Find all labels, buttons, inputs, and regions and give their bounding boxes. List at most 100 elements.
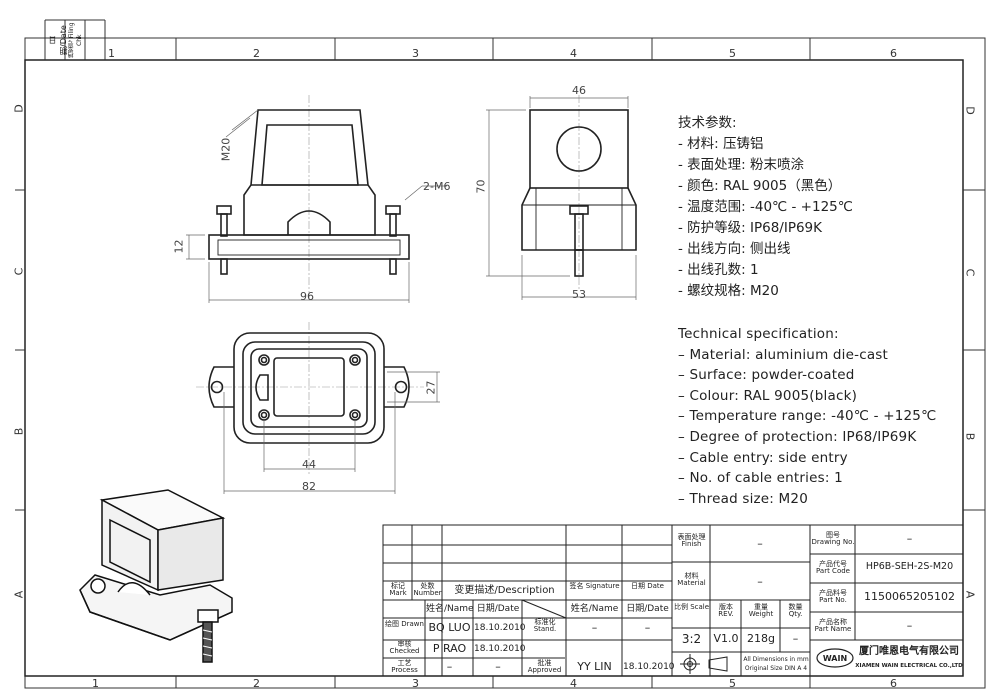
tb-part-no-label: 产品料号 Part No. <box>819 589 847 604</box>
tb-finish-value: – <box>757 537 763 550</box>
tb-drawing-no-label: 图号 Drawing No. <box>811 531 855 546</box>
title-block-grid <box>382 524 964 677</box>
dim-96: 96 <box>300 290 314 303</box>
zone-col-4: 4 <box>570 47 577 60</box>
tb-process-label: 工艺 Process <box>391 659 418 674</box>
tb-part-code-value: HP6B-SEH-2S-M20 <box>865 561 954 572</box>
dim-2-m6: 2-M6 <box>423 180 451 193</box>
spec-cn-line: - 材料: 压铸铝 <box>678 136 764 152</box>
zone-row-d: D <box>12 104 26 113</box>
tb-checked-name: P RAO <box>432 642 467 655</box>
tb-checked-date: 18.10.2010 <box>474 644 526 654</box>
tb-process-name: – <box>446 660 453 673</box>
tb-rev-value: V1.0 <box>713 632 739 645</box>
zone-col-3: 3 <box>412 47 419 60</box>
company-name-cn: 厦门唯恩电气有限公司 <box>859 646 959 657</box>
spec-en-line: – Thread size: M20 <box>678 490 808 507</box>
margin-filing-label: 档案号 Filing Chk <box>68 22 83 58</box>
tb-name-hdr-2: 姓名/Name <box>570 604 619 614</box>
dim-m20: M20 <box>219 137 233 162</box>
zone-row-a: A <box>12 590 26 599</box>
tb-drawn-date: 18.10.2010 <box>474 623 526 633</box>
tb-number-hdr: 处数 Number <box>413 582 442 597</box>
tb-drawing-no-value: – <box>906 532 913 545</box>
spec-cn-line: - 螺纹规格: M20 <box>678 283 779 299</box>
dim-82: 82 <box>302 480 316 493</box>
spec-en-line: Technical specification: <box>678 326 839 342</box>
spec-en-line: – Surface: powder-coated <box>678 367 855 384</box>
zone-col-4-bottom: 4 <box>570 677 577 690</box>
spec-cn-list: 技术参数: - 材料: 压铸铝 - 表面处理: 粉末喷涂 - 颜色: RAL 9… <box>678 113 853 302</box>
dim-70: 70 <box>474 179 488 194</box>
tb-checked-label: 审核 Checked <box>389 640 420 655</box>
tb-name-hdr: 姓名/Name <box>426 604 474 614</box>
spec-cn-line: - 颜色: RAL 9005（黑色） <box>678 178 842 194</box>
dim-53: 53 <box>572 288 586 301</box>
dim-27: 27 <box>424 380 438 395</box>
zone-col-5-bottom: 5 <box>729 677 736 690</box>
tb-approved-name: YY LIN <box>577 660 612 673</box>
zone-row-d-right: D <box>963 106 977 115</box>
spec-en-line: – Colour: RAL 9005(black) <box>678 387 858 404</box>
tb-scale-value: 3:2 <box>681 632 702 646</box>
tb-stand-label: 标准化 Stand. <box>533 618 557 633</box>
tb-part-code-label: 产品代号 Part Code <box>816 560 850 575</box>
zone-col-3-bottom: 3 <box>412 677 419 690</box>
tb-stand-value: – <box>591 621 598 634</box>
tb-finish-label: 表面处理 Finish <box>677 533 706 548</box>
projection-symbol-icon <box>680 654 728 674</box>
side-view <box>521 95 637 290</box>
tb-scale-label: 比例 Scale <box>673 603 710 611</box>
tb-date-hdr: 日期 Date <box>631 582 664 590</box>
tb-material-label: 材料 Material <box>677 572 706 587</box>
wain-logo-text: WAIN <box>822 654 848 663</box>
dim-46: 46 <box>572 84 586 97</box>
tb-qty-label: 数量 Qty. <box>788 603 803 618</box>
tb-weight-value: 218g <box>747 632 775 645</box>
spec-cn-line: - 出线方向: 侧出线 <box>678 241 791 257</box>
zone-row-a-right: A <box>963 590 977 599</box>
front-view <box>208 95 410 300</box>
spec-cn-line: - 表面处理: 粉末喷涂 <box>678 157 805 173</box>
spec-en-line: – Material: aluminium die-cast <box>678 346 889 363</box>
tb-signature-hdr: 签名 Signature <box>569 582 620 590</box>
zone-col-2-bottom: 2 <box>253 677 260 690</box>
zone-col-6: 6 <box>890 47 897 60</box>
tb-description-hdr: 变更描述/Description <box>454 585 555 596</box>
spec-en-line: – Temperature range: -40℃ - +125℃ <box>678 408 937 425</box>
tb-process-date: – <box>495 660 501 673</box>
dim-12: 12 <box>172 239 186 254</box>
zone-row-c-right: C <box>963 268 977 277</box>
zone-row-b: B <box>12 427 26 436</box>
wain-logo <box>816 648 854 668</box>
zone-col-6-bottom: 6 <box>890 677 897 690</box>
tb-part-name-value: – <box>906 619 913 632</box>
tb-drawn-name: BQ LUO <box>428 621 471 634</box>
spec-cn-line: - 温度范围: -40℃ - +125℃ <box>678 199 853 215</box>
zone-col-1: 1 <box>108 47 115 60</box>
margin-date-label: 日期/Date <box>48 25 68 55</box>
tb-part-name-label: 产品名称 Part Name <box>814 618 852 633</box>
tb-dims-note-2: Original Size DIN A 4 <box>744 665 808 672</box>
tb-date-hdr-2: 日期/Date <box>626 604 669 614</box>
spec-en-line: – Degree of protection: IP68/IP69K <box>678 428 917 445</box>
tb-part-no-value: 1150065205102 <box>864 590 955 603</box>
tb-weight-label: 重量 Weight <box>748 603 774 618</box>
spec-cn-line: - 防护等级: IP68/IP69K <box>678 220 823 236</box>
spec-en-line: – Cable entry: side entry <box>678 449 848 466</box>
tb-stand-date: – <box>644 621 651 634</box>
tb-rev-label: 版本 REV. <box>718 603 734 618</box>
tb-material-value: – <box>757 575 763 588</box>
spec-cn-line: 技术参数: <box>678 115 737 131</box>
zone-row-c: C <box>12 267 26 276</box>
spec-cn-line: - 出线孔数: 1 <box>678 262 759 278</box>
tb-approved-label: 批准 Approved <box>527 659 562 674</box>
tb-approved-date: 18.10.2010 <box>623 662 675 672</box>
tb-date-col-hdr: 日期/Date <box>476 604 520 614</box>
tb-drawn-label: 绘图 Drawn <box>385 620 424 628</box>
tb-mark-hdr: 标记 Mark <box>389 582 407 597</box>
tb-dims-note-1: All Dimensions in mm <box>743 656 809 663</box>
iso-view <box>79 489 233 663</box>
zone-col-1-bottom: 1 <box>92 677 99 690</box>
